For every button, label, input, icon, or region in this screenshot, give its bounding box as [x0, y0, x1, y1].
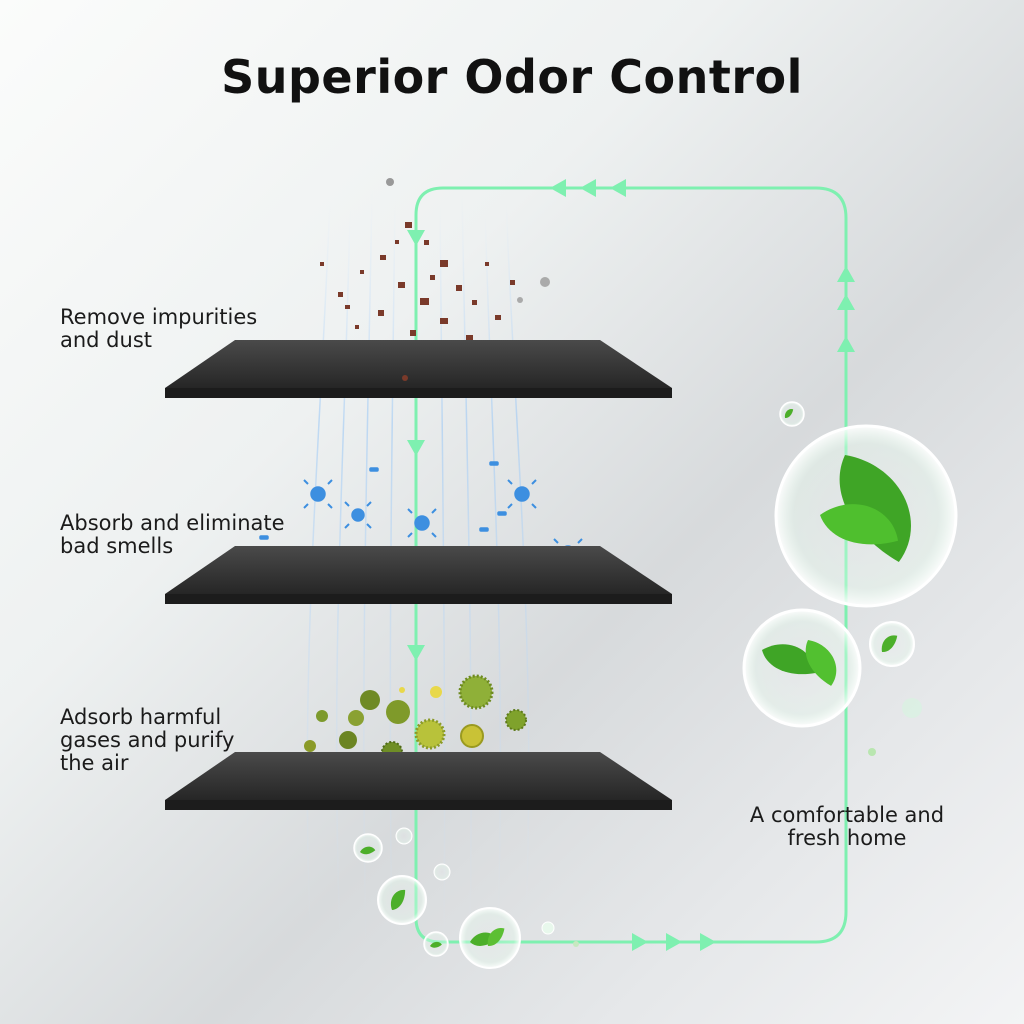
filter-layer-1 — [165, 340, 672, 398]
flow-arrow-icon — [700, 933, 716, 951]
fresh-air-bubbles — [742, 401, 958, 756]
flow-arrow-icon — [837, 294, 855, 310]
flow-arrow-icon — [837, 336, 855, 352]
pollen-icon — [304, 674, 527, 763]
filter-layer-2 — [165, 546, 672, 604]
diagram-title: Superior Odor Control — [221, 50, 803, 104]
result-label-fresh-home: A comfortable and fresh home — [749, 803, 945, 850]
flow-arrow-icon — [407, 645, 425, 661]
stage-label-adsorb-gases: Adsorb harmful gases and purify the air — [60, 705, 235, 775]
dust-particles-icon — [320, 178, 550, 341]
filter-layer-3 — [165, 752, 672, 810]
flow-arrow-icon — [837, 266, 855, 282]
flow-arrow-icon — [407, 230, 425, 246]
flow-arrow-icon — [407, 440, 425, 456]
stage-label-remove-impurities: Remove impurities and dust — [60, 305, 258, 352]
flow-arrow-icon — [610, 179, 626, 197]
flow-arrow-icon — [632, 933, 648, 951]
flow-arrow-icon — [580, 179, 596, 197]
leaf-bubble-icon — [353, 827, 579, 969]
flow-arrow-icon — [550, 179, 566, 197]
stage-label-absorb-smells: Absorb and eliminate bad smells — [60, 511, 285, 558]
flow-arrow-icon — [666, 933, 682, 951]
